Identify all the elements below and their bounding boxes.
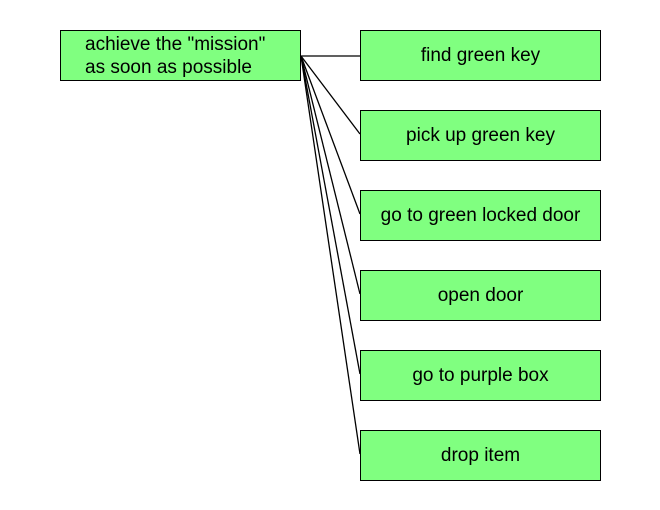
subgoal-pick-up-green-key: pick up green key	[360, 110, 601, 161]
subgoal-find-green-key: find green key	[360, 30, 601, 81]
subgoal-open-door: open door	[360, 270, 601, 321]
connector-drop-item	[300, 55, 361, 455]
root-goal-node: achieve the "mission" as soon as possibl…	[60, 30, 301, 81]
connector-go-to-purple-box	[300, 55, 361, 375]
subgoal-go-to-purple-box: go to purple box	[360, 350, 601, 401]
subgoal-label: go to green locked door	[380, 205, 581, 226]
subgoal-label: pick up green key	[406, 125, 555, 146]
root-goal-line-1: achieve the "mission"	[85, 33, 266, 55]
connector-open-door	[300, 55, 361, 295]
root-goal-line-2: as soon as possible	[85, 56, 252, 78]
subgoal-label: find green key	[420, 45, 541, 66]
subgoal-label: drop item	[440, 445, 521, 466]
subgoal-go-to-green-locked-door: go to green locked door	[360, 190, 601, 241]
connector-go-to-green-locked-door	[300, 55, 361, 215]
subgoal-label: open door	[437, 285, 524, 306]
subgoal-label: go to purple box	[412, 365, 549, 386]
connector-pick-up-green-key	[300, 55, 361, 135]
subgoal-drop-item: drop item	[360, 430, 601, 481]
